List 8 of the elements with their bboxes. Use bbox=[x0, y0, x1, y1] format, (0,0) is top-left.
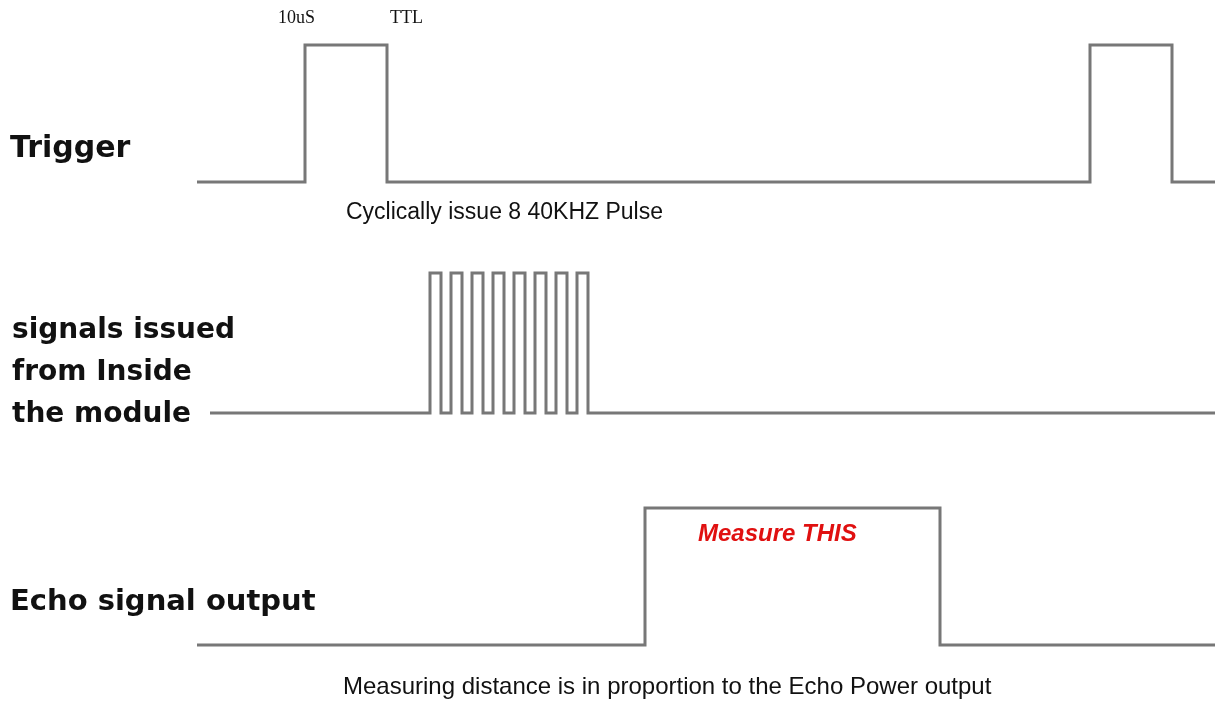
signal-level-label: TTL bbox=[390, 6, 423, 29]
signal-name: signals issued from Inside the module bbox=[12, 311, 237, 431]
note-text: Measuring distance is in proportion to the Echo Power output bbox=[343, 671, 992, 701]
signal-name: Echo signal output bbox=[10, 582, 316, 619]
note-text: Cyclically issue 8 40KHZ Pulse bbox=[346, 197, 663, 226]
signal-name: Trigger bbox=[10, 128, 131, 166]
annotation-text: Measure THIS bbox=[698, 518, 857, 548]
pulse-width-label: 10uS bbox=[278, 6, 315, 29]
